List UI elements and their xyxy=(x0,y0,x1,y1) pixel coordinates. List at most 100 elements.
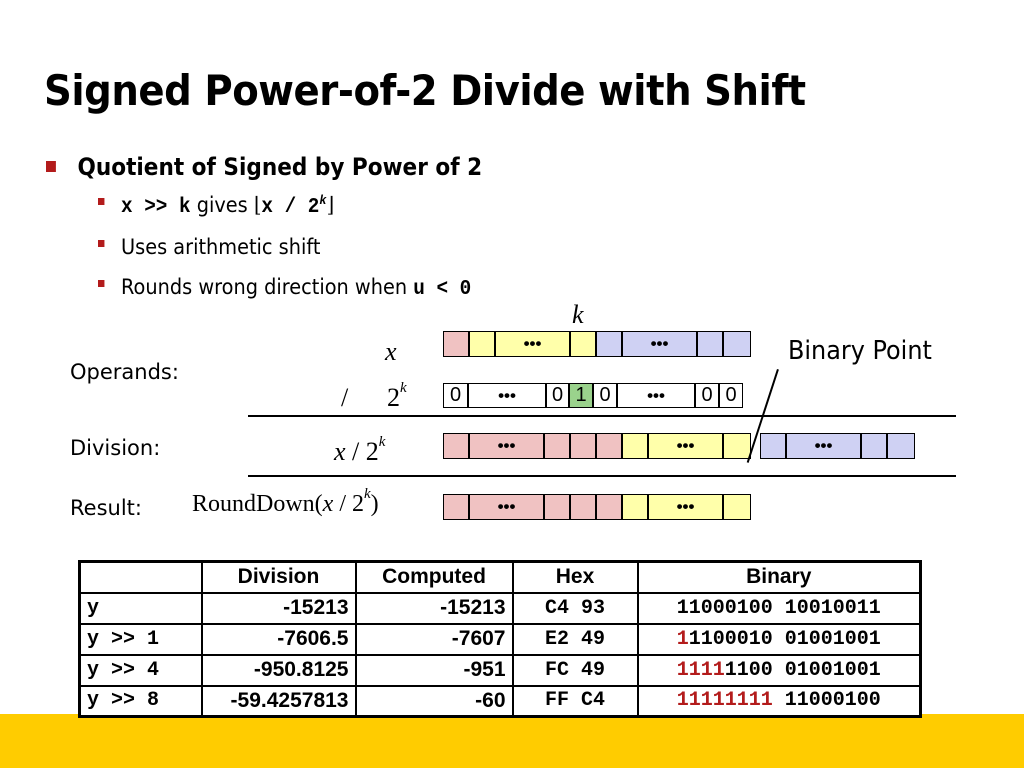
bit-cell xyxy=(444,495,470,519)
row-binary: 11111100 01001001 xyxy=(636,653,922,687)
row-hex: FC 49 xyxy=(511,653,639,687)
row-computed: -7607 xyxy=(354,622,514,656)
div-sign: / xyxy=(341,383,349,412)
bit-cell xyxy=(571,495,597,519)
bit-ellipsis-cell: ••• xyxy=(618,384,696,407)
header-binary: Binary xyxy=(636,560,922,594)
bit-cell xyxy=(571,332,597,356)
result-bit-bar: ••• ••• xyxy=(443,494,751,520)
bit-cell xyxy=(888,434,914,458)
sub-bullet-rounds: Rounds wrong direction when u < 0 xyxy=(98,275,471,301)
slide-title: Signed Power-of-2 Divide with Shift xyxy=(44,66,806,115)
fraction-bit-bar: ••• xyxy=(760,433,915,459)
sign-extended-bits: 1111 xyxy=(676,658,725,682)
bit-ellipsis-cell: ••• xyxy=(649,495,724,519)
bit-cell xyxy=(597,495,623,519)
row-division: -7606.5 xyxy=(200,622,357,656)
bit-cell xyxy=(724,495,750,519)
bit-zero-cell: 0 xyxy=(547,384,570,407)
bit-cell xyxy=(571,434,597,458)
floor-close-glyph: ⌋ xyxy=(326,193,335,217)
bit-cell xyxy=(623,495,649,519)
floor-expr-exp: k xyxy=(319,193,327,208)
floor-expr-code: x / 2 xyxy=(261,196,320,219)
footer-bar xyxy=(0,714,1024,768)
row-name: y xyxy=(78,591,203,625)
rounddown-label: RoundDown(x / 2k) xyxy=(192,486,379,517)
xdiv-label: x / 2k xyxy=(334,434,386,466)
row-division: -15213 xyxy=(200,591,357,625)
header-hex: Hex xyxy=(511,560,639,594)
header-name xyxy=(78,560,203,594)
sign-bit-cell xyxy=(444,332,470,356)
result-label: Result: xyxy=(70,496,142,520)
rounds-text: Rounds wrong direction when xyxy=(121,275,414,299)
bit-cell xyxy=(444,434,470,458)
bit-cell xyxy=(862,434,888,458)
row-name: y >> 4 xyxy=(78,653,203,687)
remaining-bits: 1100 01001001 xyxy=(724,658,881,682)
rounds-code: u < 0 xyxy=(413,278,472,301)
row-hex: C4 93 xyxy=(511,591,639,625)
bit-ellipsis-cell: ••• xyxy=(649,434,724,458)
row-binary: 11100010 01001001 xyxy=(636,622,922,656)
row-division: -59.4257813 xyxy=(200,684,357,718)
sign-extended-bits: 11111111 xyxy=(676,689,773,713)
x-bit-bar: ••• ••• xyxy=(443,331,751,357)
sub-bullet-shift: x >> k gives ⌊x / 2k⌋ xyxy=(98,193,334,219)
row-name: y >> 1 xyxy=(78,622,203,656)
bit-ellipsis-cell: ••• xyxy=(470,495,545,519)
row-division: -950.8125 xyxy=(200,653,357,687)
sub-bullet-square-icon xyxy=(98,197,105,205)
bit-cell xyxy=(597,332,623,356)
bit-cell xyxy=(545,495,571,519)
division-bit-bar: ••• ••• xyxy=(443,433,751,459)
divider-line-bottom xyxy=(248,475,956,477)
table-row: y >> 4 -950.8125 -951 FC 49 11111100 010… xyxy=(78,653,922,687)
header-division: Division xyxy=(200,560,357,594)
bullet-square-icon xyxy=(46,160,56,172)
sub-bullet-square-icon xyxy=(98,239,105,247)
bit-cell xyxy=(698,332,724,356)
bit-one-cell: 1 xyxy=(570,384,594,407)
bit-cell xyxy=(545,434,571,458)
bit-ellipsis-cell: ••• xyxy=(470,434,545,458)
divider-line-top xyxy=(248,415,956,417)
remaining-bits: 11000100 xyxy=(772,689,881,713)
sub-bullet-square-icon xyxy=(98,279,105,287)
table-row: y -15213 -15213 C4 93 11000100 10010011 xyxy=(78,591,922,625)
bit-zero-cell: 0 xyxy=(594,384,618,407)
table-row: y >> 1 -7606.5 -7607 E2 49 11100010 0100… xyxy=(78,622,922,656)
shift-results-table: Division Computed Hex Binary y -15213 -1… xyxy=(78,560,922,718)
row-hex: E2 49 xyxy=(511,622,639,656)
row-hex: FF C4 xyxy=(511,684,639,718)
arith-text: Uses arithmetic shift xyxy=(121,235,321,259)
sign-extended-bits: 1 xyxy=(676,627,689,651)
operands-label: Operands: xyxy=(70,360,179,384)
bit-zero-cell: 0 xyxy=(720,384,742,407)
pow2-bit-bar: 0 ••• 0 1 0 ••• 0 0 xyxy=(443,383,743,408)
table-row: y >> 8 -59.4257813 -60 FF C4 11111111 11… xyxy=(78,684,922,718)
bit-ellipsis-cell: ••• xyxy=(496,332,571,356)
bit-cell xyxy=(724,434,750,458)
row-name: y >> 8 xyxy=(78,684,203,718)
bit-cell xyxy=(724,332,750,356)
row-computed: -951 xyxy=(354,653,514,687)
bullet-text: Quotient of Signed by Power of 2 xyxy=(77,153,483,181)
bit-cell xyxy=(597,434,623,458)
header-computed: Computed xyxy=(354,560,514,594)
binary-point-label: Binary Point xyxy=(788,336,932,366)
bit-cell xyxy=(470,332,496,356)
bit-zero-cell: 0 xyxy=(444,384,469,407)
table-header-row: Division Computed Hex Binary xyxy=(78,560,922,594)
row-computed: -15213 xyxy=(354,591,514,625)
bit-zero-cell: 0 xyxy=(696,384,720,407)
floor-open-glyph: ⌊ xyxy=(253,193,262,217)
pow-label: 2k xyxy=(387,380,407,412)
bit-cell xyxy=(761,434,787,458)
remaining-bits: 11000100 10010011 xyxy=(676,596,881,620)
row-binary: 11000100 10010011 xyxy=(636,591,922,625)
k-label: k xyxy=(572,300,584,329)
remaining-bits: 1100010 01001001 xyxy=(688,627,881,651)
row-computed: -60 xyxy=(354,684,514,718)
